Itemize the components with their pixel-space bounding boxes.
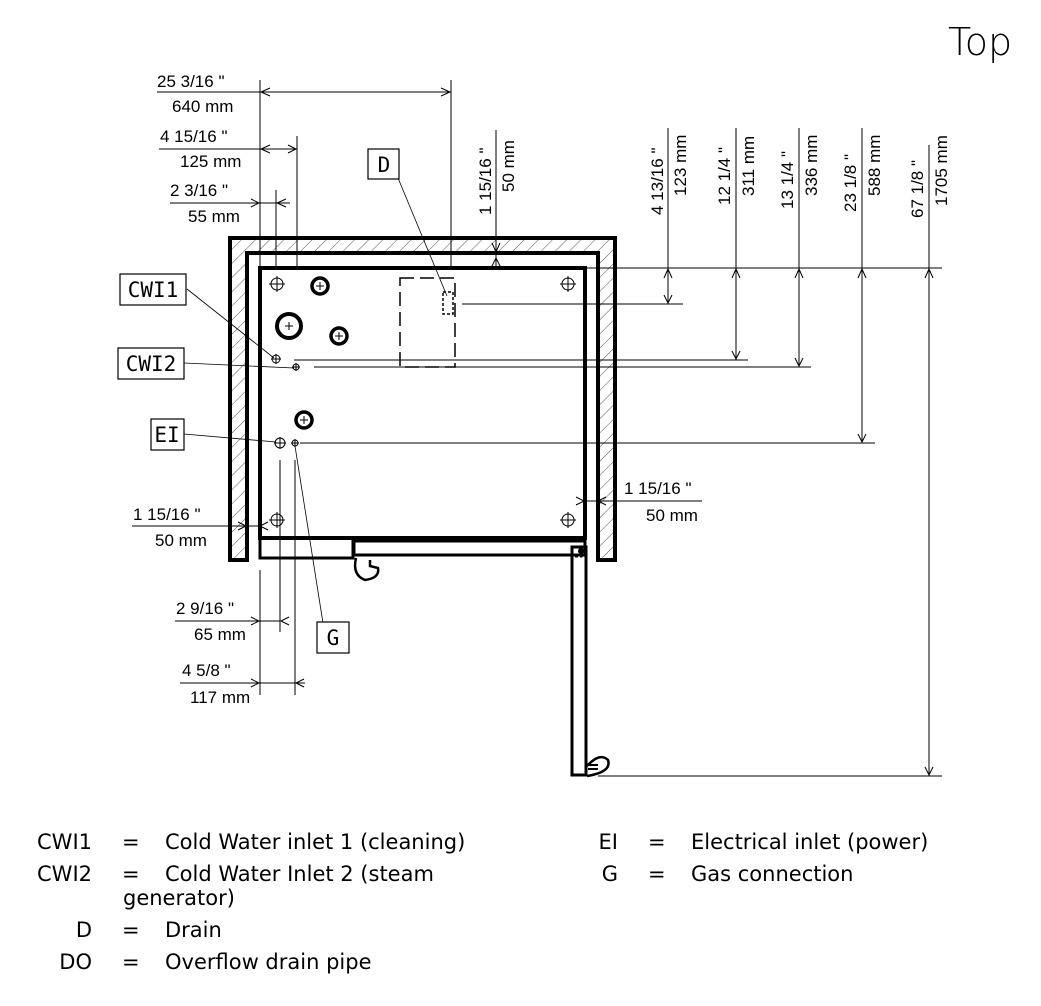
drain-box — [399, 277, 456, 368]
dim-mm: 311 mm — [739, 136, 758, 196]
dim-mm: 50 mm — [646, 506, 698, 525]
dim-mm: 65 mm — [194, 625, 246, 644]
dim-inch: 1 15/16 " — [476, 148, 495, 215]
dim-mm: 1705 mm — [932, 135, 951, 206]
leader-lines — [183, 177, 448, 624]
dim-inch: 4 13/16 " — [648, 148, 667, 215]
inlet-markers — [271, 354, 300, 449]
dim-inch: 1 15/16 " — [133, 505, 200, 524]
connection-circles — [275, 276, 349, 430]
svg-text:CWI1: CWI1 — [128, 278, 179, 302]
legend-equals: = — [122, 918, 140, 942]
dim-mm: 125 mm — [180, 152, 241, 171]
callout-g: G — [316, 621, 350, 654]
legend-description-cont: generator) — [123, 886, 235, 910]
legend-code: EI — [598, 830, 618, 854]
dim-inch: 23 1/8 " — [841, 154, 860, 212]
legend-code: D — [75, 918, 92, 942]
dim-inch: 12 1/4 " — [715, 147, 734, 205]
legend-code: CWI1 — [37, 830, 92, 854]
dim-mm: 123 mm — [671, 135, 690, 196]
door-handle-icon — [586, 755, 610, 778]
dim-mm: 50 mm — [155, 531, 207, 550]
dim-mm: 117 mm — [190, 688, 250, 707]
view-title: Top — [948, 20, 1013, 64]
svg-text:CWI2: CWI2 — [126, 352, 177, 376]
callout-d: D — [367, 148, 400, 180]
legend-equals: = — [122, 950, 140, 974]
dim-inch: 13 1/4 " — [778, 151, 797, 209]
svg-text:G: G — [327, 626, 340, 650]
legend-equals: = — [122, 862, 140, 886]
legend-description: Overflow drain pipe — [165, 950, 372, 974]
legend-description: Cold Water Inlet 2 (steam — [165, 862, 434, 886]
callout-cwi1: CWI1 — [119, 273, 187, 306]
legend-code: DO — [59, 950, 92, 974]
vertical-dimension-labels: 1 15/16 " 50 mm 4 13/16 " 123 mm 12 1/4 … — [476, 135, 951, 218]
legend-description: Drain — [165, 918, 222, 942]
handle-icon — [353, 557, 380, 582]
dim-inch: 1 15/16 " — [624, 479, 691, 498]
legend-description: Gas connection — [691, 862, 854, 886]
callout-ei: EI — [150, 418, 185, 451]
dim-inch: 25 3/16 " — [157, 72, 224, 91]
dimension-lines — [132, 80, 942, 777]
dim-inch: 67 1/8 " — [908, 160, 927, 218]
dim-mm: 50 mm — [499, 140, 518, 192]
feet-markers — [269, 276, 576, 528]
svg-text:EI: EI — [154, 423, 179, 447]
dim-mm: 640 mm — [172, 97, 233, 116]
legend-equals: = — [648, 830, 666, 854]
legend-equals: = — [122, 830, 140, 854]
dim-inch: 2 9/16 " — [176, 599, 234, 618]
horizontal-dimension-labels: 25 3/16 " 640 mm 4 15/16 " 125 mm 2 3/16… — [133, 72, 698, 707]
legend-equals: = — [648, 862, 666, 886]
legend-description: Electrical inlet (power) — [691, 830, 929, 854]
dim-mm: 55 mm — [188, 207, 240, 226]
legend-code: CWI2 — [37, 862, 92, 886]
svg-text:D: D — [378, 153, 391, 177]
legend-code: G — [601, 862, 618, 886]
callout-cwi2: CWI2 — [117, 347, 185, 380]
dim-inch: 4 5/8 " — [182, 661, 231, 680]
wall-enclosure — [228, 236, 617, 562]
door-open — [570, 545, 610, 778]
legend-description: Cold Water inlet 1 (cleaning) — [165, 830, 466, 854]
dim-inch: 2 3/16 " — [170, 181, 228, 200]
dim-inch: 4 15/16 " — [160, 127, 227, 146]
dim-mm: 336 mm — [802, 135, 821, 196]
dim-mm: 588 mm — [865, 135, 884, 196]
